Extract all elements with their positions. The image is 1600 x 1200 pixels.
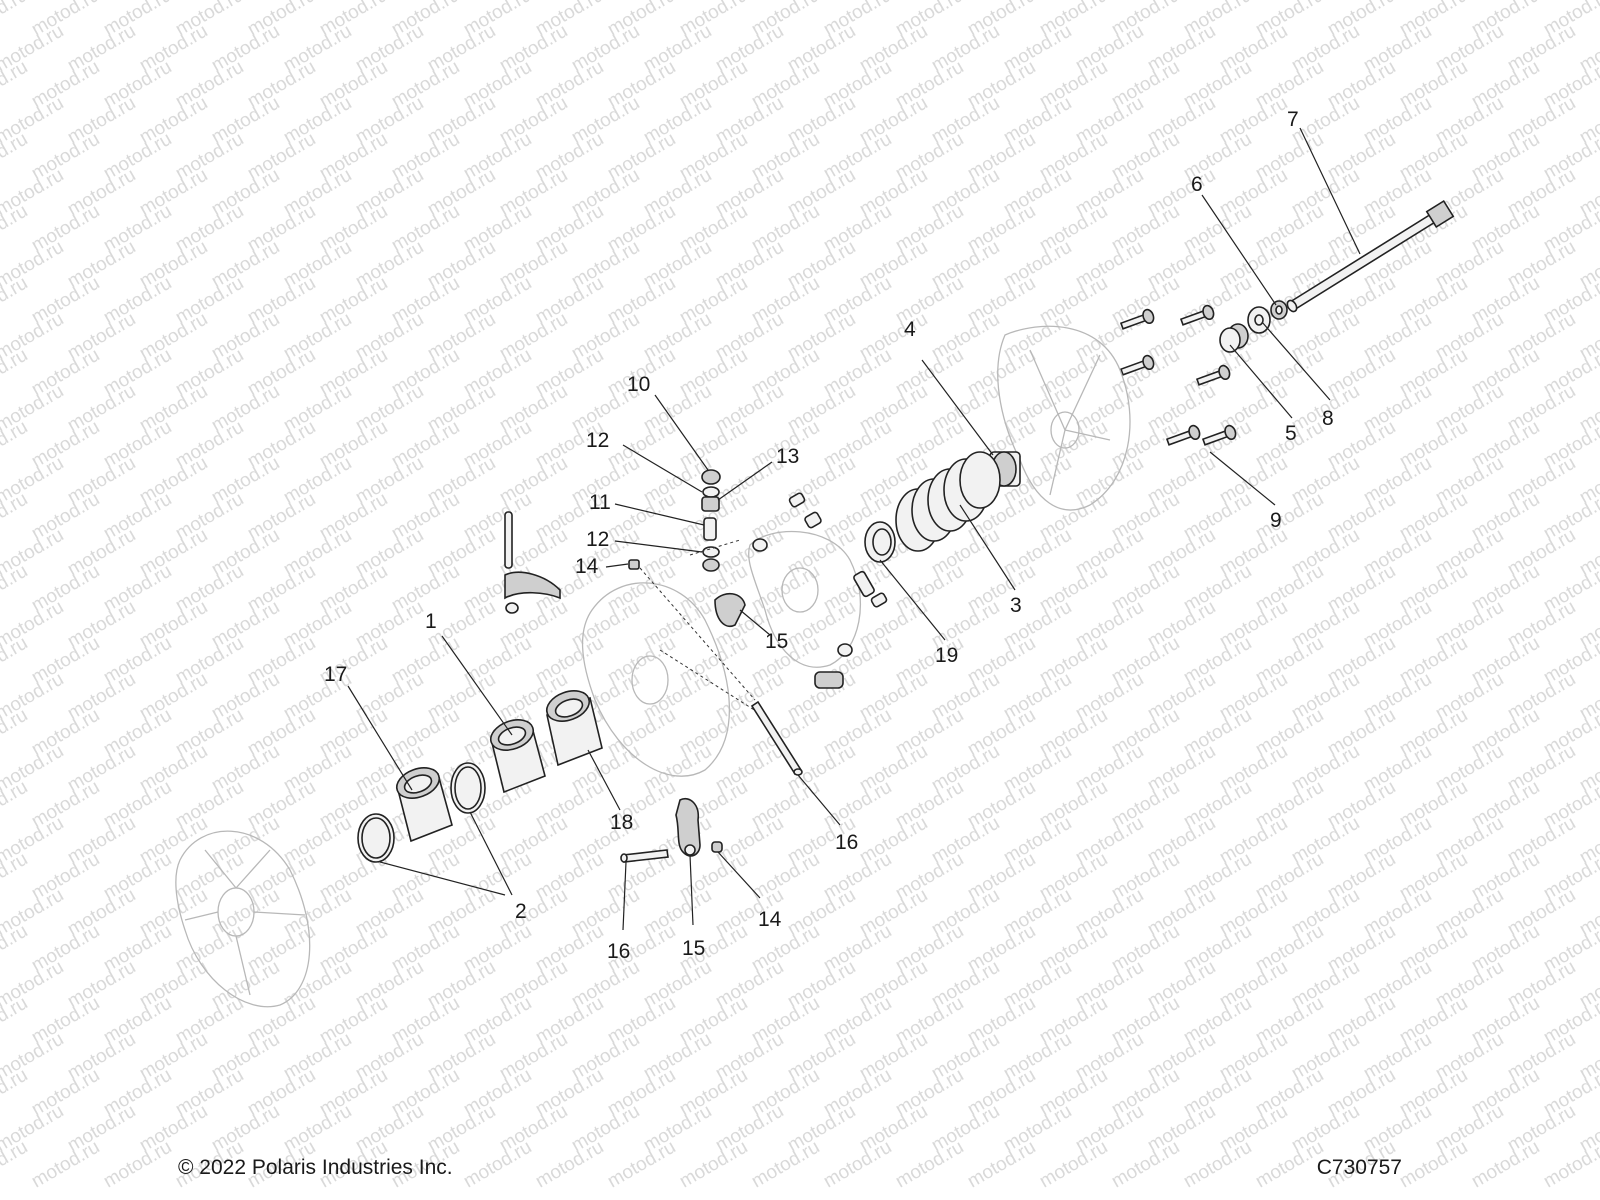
part-8-washer <box>1247 306 1271 334</box>
watermark-text: motod.ru <box>0 561 31 617</box>
callout-9: 9 <box>1270 509 1282 532</box>
watermark-text: motod.ru <box>1180 1137 1255 1193</box>
fixed-sheave <box>175 830 311 1008</box>
watermark-text: motod.ru <box>820 1137 895 1193</box>
part-16-pin-lower <box>620 849 669 863</box>
watermark-text: motod.ru <box>892 1137 967 1193</box>
part-11-pin <box>703 517 717 541</box>
watermark-text: motod.ru <box>0 345 31 401</box>
part-12-washer-top <box>702 486 720 498</box>
leader-lines <box>347 127 1361 931</box>
part-3-spring <box>895 451 1001 552</box>
callout-5: 5 <box>1285 422 1297 445</box>
watermark-text: motod.ru <box>0 0 31 40</box>
watermark-text: motod.ru <box>1468 1137 1543 1193</box>
part-10-cap <box>701 469 721 485</box>
callout-8: 8 <box>1322 407 1334 430</box>
part-16-pin-long <box>750 700 803 776</box>
callout-16-lower: 16 <box>607 940 630 963</box>
part-12-washer-bottom <box>702 546 720 572</box>
callout-19: 19 <box>935 644 958 667</box>
part-19-ring <box>864 521 896 563</box>
part-5-spacer <box>1219 323 1249 353</box>
alignment-lines <box>639 539 771 721</box>
watermark-text: motod.ru <box>604 1137 679 1193</box>
part-2-rings <box>357 762 486 863</box>
watermark-text: motod.ru <box>532 1137 607 1193</box>
part-15-lower <box>675 798 701 857</box>
cover-housing <box>997 325 1131 511</box>
watermark-text: motod.ru <box>0 489 31 545</box>
callout-13: 13 <box>776 445 799 468</box>
callout-4: 4 <box>904 318 916 341</box>
watermark-text: motod.ru <box>0 1065 31 1121</box>
part-13-bushing <box>701 496 720 512</box>
callout-7: 7 <box>1287 108 1299 131</box>
part-7-bolt <box>1286 199 1455 313</box>
callout-1: 1 <box>425 610 437 633</box>
watermark-text: motod.ru <box>0 705 31 761</box>
part-14-block-lower <box>711 841 723 853</box>
watermark-text: motod.ru <box>0 633 31 689</box>
callout-11: 11 <box>589 491 611 514</box>
watermark-text: motod.ru <box>0 273 31 329</box>
watermark-text: motod.ru <box>1576 0 1600 4</box>
copyright-text: © 2022 Polaris Industries Inc. <box>178 1156 453 1179</box>
watermark-text: motod.ru <box>0 921 31 977</box>
watermark-text: motod.ru <box>28 1137 103 1193</box>
watermark-text: motod.ru <box>0 849 31 905</box>
watermark-text: motod.ru <box>748 1137 823 1193</box>
watermark-text: motod.ru <box>460 1137 535 1193</box>
callout-10: 10 <box>627 373 650 396</box>
part-6-washer <box>1270 300 1288 320</box>
watermark-text: motod.ru <box>0 129 31 185</box>
watermark-text: motod.ru <box>1108 1137 1183 1193</box>
callout-15-upper: 15 <box>765 630 788 653</box>
callout-3: 3 <box>1010 594 1022 617</box>
callout-labels: 7 6 8 5 9 4 3 19 10 12 13 11 12 14 15 1 … <box>324 108 1334 963</box>
part-17-bushing <box>395 767 453 843</box>
callout-17: 17 <box>324 663 347 686</box>
callout-18: 18 <box>610 811 633 834</box>
watermark-text: motod.ru <box>0 57 31 113</box>
diagram-code: C730757 <box>1316 1156 1402 1179</box>
watermark-text: motod.ru <box>0 417 31 473</box>
moveable-sheave <box>581 582 731 777</box>
part-18-bushing <box>545 690 603 767</box>
upper-flyweight-assembly <box>504 511 561 614</box>
callout-6: 6 <box>1191 173 1203 196</box>
watermark-text: motod.ru <box>0 993 31 1049</box>
watermark-text: motod.ru <box>1396 1137 1471 1193</box>
watermark-text: motod.ru <box>0 777 31 833</box>
watermark-text: motod.ru <box>1540 1137 1600 1193</box>
rollers-and-pins <box>788 492 888 689</box>
callout-14-upper: 14 <box>575 555 599 578</box>
part-14-block-upper <box>628 559 640 570</box>
callout-2: 2 <box>515 900 527 923</box>
watermark-text: motod.ru <box>964 1137 1039 1193</box>
callout-12-top: 12 <box>586 429 609 452</box>
sheave-center <box>748 530 862 668</box>
part-9-screws <box>1119 304 1237 446</box>
watermark-text: motod.ru <box>0 201 31 257</box>
watermark-text: motod.ru <box>0 1137 31 1193</box>
callout-16-upper: 16 <box>835 831 858 854</box>
part-15-upper <box>714 592 746 627</box>
watermark-text: motod.ru <box>100 1137 175 1193</box>
callout-12-bottom: 12 <box>586 528 609 551</box>
watermark-text: motod.ru <box>676 1137 751 1193</box>
watermark-text: motod.ru <box>1036 1137 1111 1193</box>
callout-15-lower: 15 <box>682 937 705 960</box>
callout-14-lower: 14 <box>758 908 782 931</box>
